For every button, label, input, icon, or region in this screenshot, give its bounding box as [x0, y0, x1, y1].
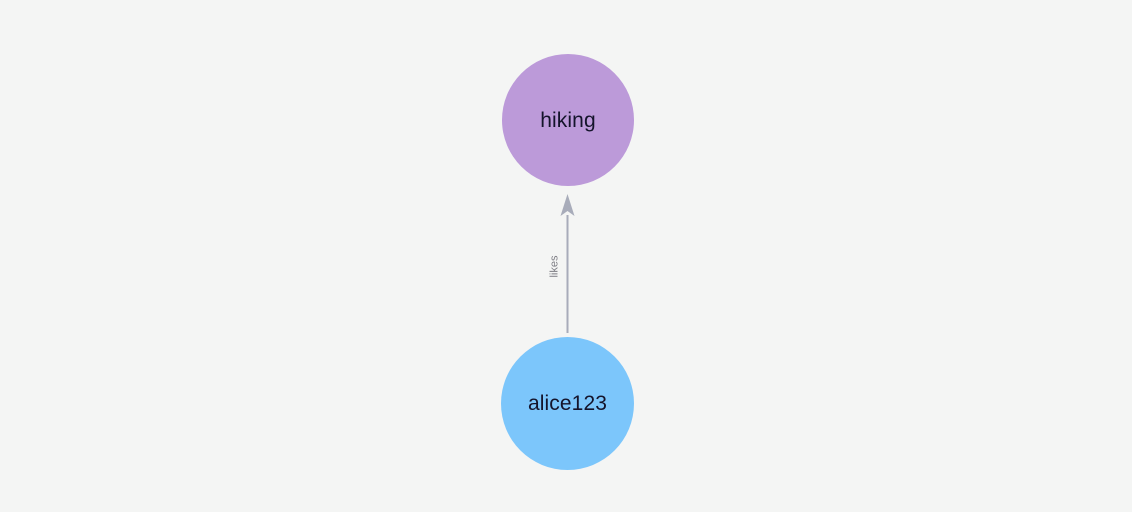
graph-node-hiking[interactable]: hiking [502, 54, 634, 186]
edge-label-likes: likes [548, 255, 561, 278]
edge-arrowhead-icon [560, 194, 575, 216]
graph-node-label: hiking [540, 108, 596, 132]
graph-node-label: alice123 [527, 392, 608, 415]
edge-alice123-to-hiking[interactable] [560, 194, 575, 333]
graph-node-alice123[interactable]: alice123 [501, 337, 634, 470]
